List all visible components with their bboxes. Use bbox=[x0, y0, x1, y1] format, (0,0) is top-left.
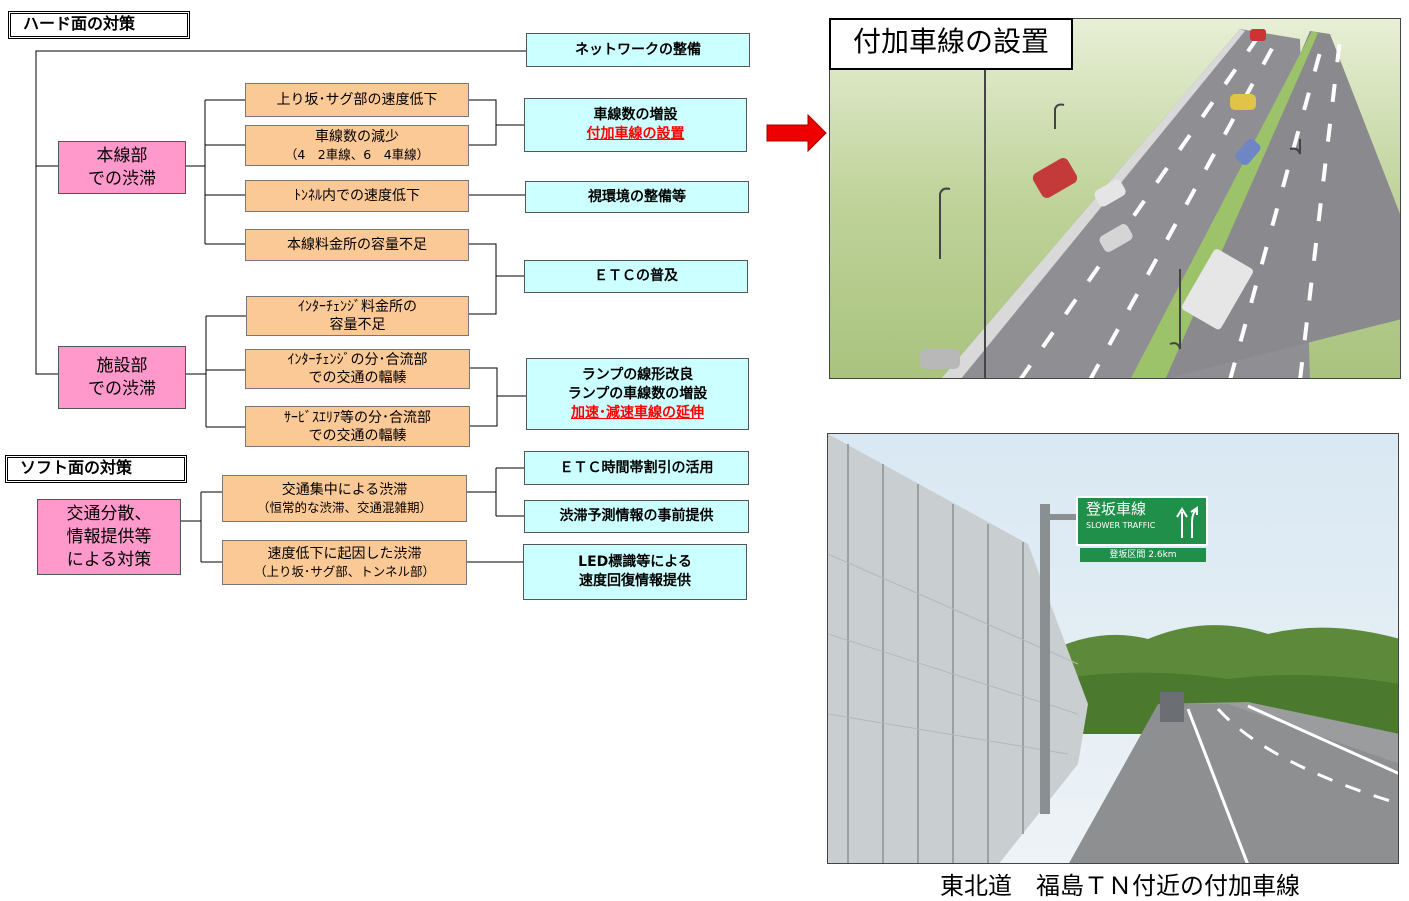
cause-mainline-congestion: 本線部での渋滞 bbox=[58, 141, 186, 194]
illustration-title: 付加車線の設置 bbox=[829, 18, 1074, 70]
factor-label: 容量不足 bbox=[329, 317, 386, 333]
factor-label: での交通の輻輳 bbox=[308, 427, 407, 444]
measure-label: 車線数の増設 bbox=[593, 107, 678, 123]
cause-line: 情報提供等 bbox=[66, 526, 152, 547]
factor-label: 車線数の減少 bbox=[315, 128, 399, 145]
factor-sublabel: （上り坂･サグ部、トンネル部） bbox=[253, 563, 435, 579]
measure-label: 視環境の整備等 bbox=[588, 188, 686, 205]
soft-measures-header: ソフト面の対策 bbox=[5, 455, 187, 483]
red-arrow-icon bbox=[766, 114, 827, 152]
factor-label: 上り坂･サグ部の速度低下 bbox=[276, 92, 438, 108]
factor-tunnel-speed: ﾄﾝﾈﾙ内での速度低下 bbox=[245, 180, 469, 212]
tohoku-road-photo: 登坂車線 SLOWER TRAFFIC 登坂区間 2.6km bbox=[827, 433, 1399, 864]
factor-label: での交通の輻輳 bbox=[308, 370, 407, 386]
cause-line: 本線部 bbox=[96, 145, 148, 166]
measure-label: ランプの線形改良 bbox=[581, 366, 694, 383]
factor-lane-reduction: 車線数の減少 （4 2車線、6 4車線） bbox=[245, 125, 469, 166]
factor-ic-toll-capacity: ｲﾝﾀｰﾁｪﾝｼﾞ料金所の 容量不足 bbox=[246, 296, 469, 336]
measure-highlight: 付加車線の設置 bbox=[586, 126, 685, 142]
measure-led-signs: LED標識等による 速度回復情報提供 bbox=[523, 544, 747, 600]
measure-label: ランプの車線数の増設 bbox=[567, 385, 708, 402]
measure-congestion-forecast: 渋滞予測情報の事前提供 bbox=[524, 500, 749, 533]
factor-label: ｲﾝﾀｰﾁｪﾝｼﾞの分･合流部 bbox=[287, 352, 428, 368]
measure-label: 渋滞予測情報の事前提供 bbox=[559, 508, 714, 524]
measure-network: ネットワークの整備 bbox=[526, 33, 750, 67]
hard-measures-header: ハード面の対策 bbox=[8, 11, 190, 39]
factor-ic-merge: ｲﾝﾀｰﾁｪﾝｼﾞの分･合流部 での交通の輻輳 bbox=[245, 349, 470, 389]
sign-main-text: 登坂車線 bbox=[1086, 500, 1147, 518]
cause-facility-congestion: 施設部での渋滞 bbox=[58, 346, 186, 409]
additional-lane-illustration bbox=[829, 18, 1401, 379]
lane-arrow-icon bbox=[1176, 506, 1198, 538]
sign-sub-text: SLOWER TRAFFIC bbox=[1086, 521, 1156, 530]
measure-etc-time-discount: ＥＴＣ時間帯割引の活用 bbox=[524, 451, 749, 485]
factor-label: ｲﾝﾀｰﾁｪﾝｼﾞ料金所の bbox=[298, 299, 417, 315]
factor-label: 本線料金所の容量不足 bbox=[287, 237, 427, 253]
measure-label: 速度回復情報提供 bbox=[579, 573, 691, 589]
photo-caption: 東北道 福島ＴＮ付近の付加車線 bbox=[940, 872, 1300, 900]
factor-speed-drop: 速度低下に起因した渋滞 （上り坂･サグ部、トンネル部） bbox=[222, 540, 467, 585]
factor-label: 速度低下に起因した渋滞 bbox=[267, 545, 422, 562]
slower-traffic-sign: 登坂車線 SLOWER TRAFFIC bbox=[1076, 496, 1208, 546]
factor-label: ﾄﾝﾈﾙ内での速度低下 bbox=[294, 188, 420, 204]
cause-line: での渋滞 bbox=[88, 168, 156, 189]
measure-etc-spread: ＥＴＣの普及 bbox=[524, 260, 748, 293]
measure-label: ネットワークの整備 bbox=[575, 41, 701, 58]
measure-label: LED標識等による bbox=[578, 554, 692, 570]
measure-ramp-improvement: ランプの線形改良 ランプの車線数の増設 加速･減速車線の延伸 bbox=[526, 358, 749, 430]
factor-slope-speed: 上り坂･サグ部の速度低下 bbox=[245, 83, 469, 117]
sign-distance-plate: 登坂区間 2.6km bbox=[1080, 548, 1206, 562]
factor-label: 交通集中による渋滞 bbox=[281, 481, 408, 498]
measure-visual-environment: 視環境の整備等 bbox=[525, 181, 749, 213]
factor-label: ｻｰﾋﾞｽｴﾘｱ等の分･合流部 bbox=[284, 409, 431, 426]
measure-lane-increase: 車線数の増設 付加車線の設置 bbox=[524, 98, 747, 152]
cause-soft-measures: 交通分散、情報提供等による対策 bbox=[37, 499, 181, 575]
cause-line: による対策 bbox=[66, 549, 152, 570]
cause-line: 施設部 bbox=[96, 355, 148, 376]
factor-main-toll-capacity: 本線料金所の容量不足 bbox=[245, 229, 469, 261]
measure-label: ＥＴＣ時間帯割引の活用 bbox=[559, 459, 714, 476]
measure-highlight: 加速･減速車線の延伸 bbox=[571, 404, 704, 421]
factor-sa-merge: ｻｰﾋﾞｽｴﾘｱ等の分･合流部 での交通の輻輳 bbox=[245, 406, 470, 447]
cause-line: での渋滞 bbox=[88, 378, 156, 399]
measure-label: ＥＴＣの普及 bbox=[594, 268, 678, 284]
factor-traffic-concentration: 交通集中による渋滞 （恒常的な渋滞、交通混雑期） bbox=[222, 475, 467, 522]
cause-line: 交通分散、 bbox=[66, 503, 152, 524]
factor-sublabel: （恒常的な渋滞、交通混雑期） bbox=[256, 499, 432, 515]
factor-sublabel: （4 2車線、6 4車線） bbox=[284, 146, 430, 162]
